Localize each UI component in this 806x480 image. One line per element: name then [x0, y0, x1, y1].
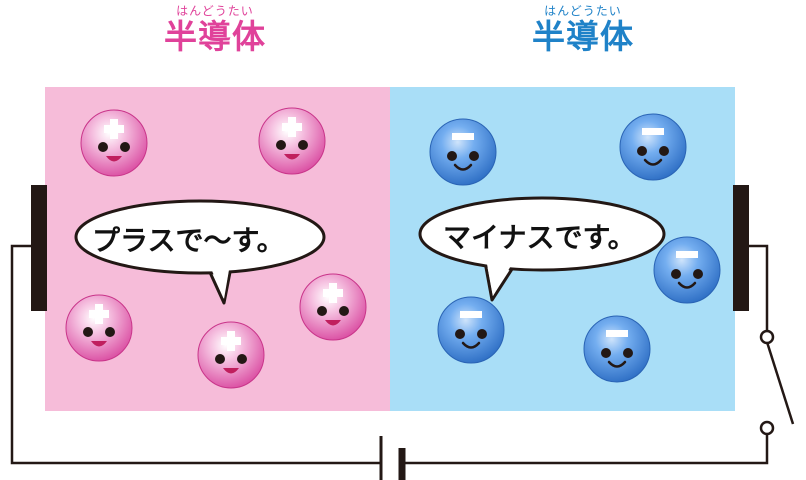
n-type-title: 半導体: [532, 17, 634, 56]
right-speech-bubble: [418, 196, 666, 302]
right-electrode: [733, 185, 749, 311]
negative-electron-particle: [583, 315, 651, 383]
negative-electron-particle: [653, 236, 721, 304]
positive-hole-particle: [65, 294, 133, 362]
circuit-wire: [10, 244, 769, 465]
p-type-heading: はんどうたい 半導体: [115, 4, 315, 56]
p-type-title: 半導体: [164, 17, 266, 56]
negative-electron-particle: [619, 113, 687, 181]
p-type-ruby: はんどうたい: [176, 4, 254, 18]
n-type-ruby: はんどうたい: [544, 4, 622, 18]
positive-hole-particle: [80, 109, 148, 177]
n-type-heading: はんどうたい 半導体: [483, 4, 683, 56]
particles-layer: [65, 107, 721, 389]
positive-hole-particle: [197, 321, 265, 389]
battery-icon: [379, 436, 406, 480]
positive-hole-particle: [299, 273, 367, 341]
right-bubble-text: マイナスです。: [443, 221, 636, 254]
negative-electron-particle: [437, 296, 505, 364]
switch-icon: [759, 329, 795, 436]
left-bubble-text: プラスで～す。: [92, 224, 285, 257]
negative-electron-particle: [429, 118, 497, 186]
left-electrode: [31, 185, 47, 311]
left-speech-bubble: [74, 199, 326, 305]
positive-hole-particle: [258, 107, 326, 175]
